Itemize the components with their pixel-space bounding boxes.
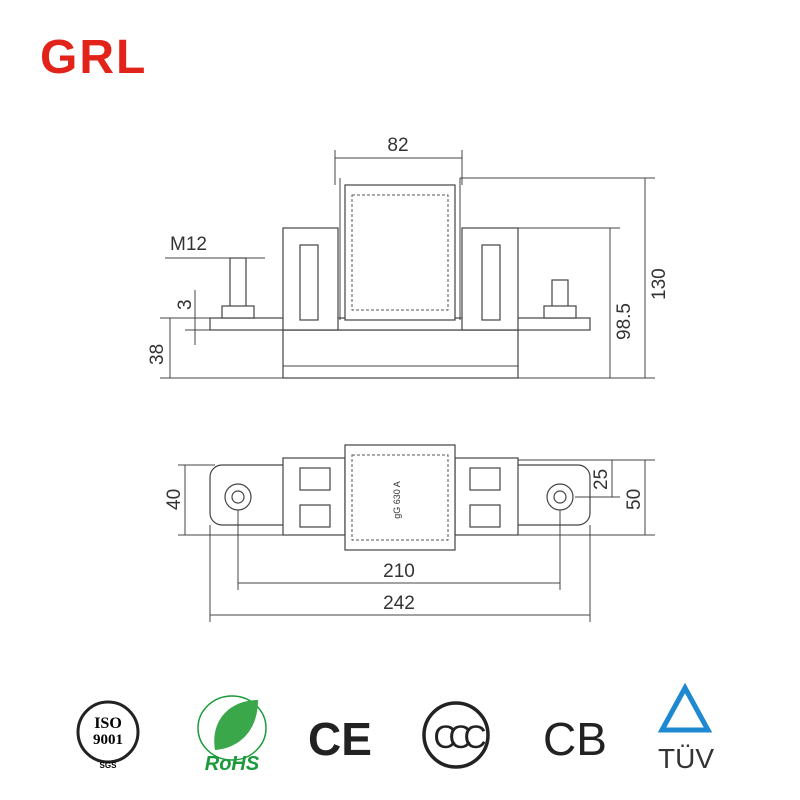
svg-text:RoHS: RoHS — [205, 753, 260, 775]
tuv-logo: TÜV — [657, 682, 714, 774]
dim-40: 40 — [164, 489, 185, 510]
dim-98-5: 98.5 — [614, 303, 635, 340]
brand-logo: GRL — [40, 31, 148, 84]
fuse-body-top — [344, 444, 456, 551]
fuse-rating-label: gG 630 A — [392, 481, 402, 519]
dim-38: 38 — [147, 344, 168, 365]
fuse-base — [282, 329, 519, 379]
ce-logo: CE — [308, 713, 372, 765]
rohs-logo: RoHS — [197, 695, 267, 775]
svg-text:CE: CE — [308, 713, 372, 765]
dim-50: 50 — [624, 489, 645, 510]
dim-3: 3 — [175, 299, 196, 310]
top-view: gG 630 A 40 25 50 210 242 — [164, 444, 655, 622]
side-view: 82 M12 3 38 98.5 130 — [147, 135, 670, 379]
dim-m12: M12 — [170, 234, 207, 255]
cb-logo: CB — [543, 713, 607, 765]
ccc-logo: CCC — [422, 701, 494, 769]
svg-text:SGS: SGS — [100, 761, 118, 770]
dim-82: 82 — [387, 135, 408, 156]
dim-210: 210 — [383, 561, 415, 582]
left-bolt — [229, 257, 247, 309]
dim-25: 25 — [591, 469, 612, 490]
svg-text:9001: 9001 — [93, 732, 123, 748]
dim-242: 242 — [383, 593, 415, 614]
svg-text:ISO: ISO — [94, 715, 122, 732]
svg-text:TÜV: TÜV — [658, 743, 714, 774]
fuse-body — [344, 184, 456, 321]
svg-text:CB: CB — [543, 713, 607, 765]
right-bolt — [551, 279, 569, 309]
iso-9001-logo: ISO 9001 SGS — [76, 700, 140, 770]
dim-130: 130 — [649, 268, 670, 300]
svg-text:CCC: CCC — [433, 719, 485, 755]
